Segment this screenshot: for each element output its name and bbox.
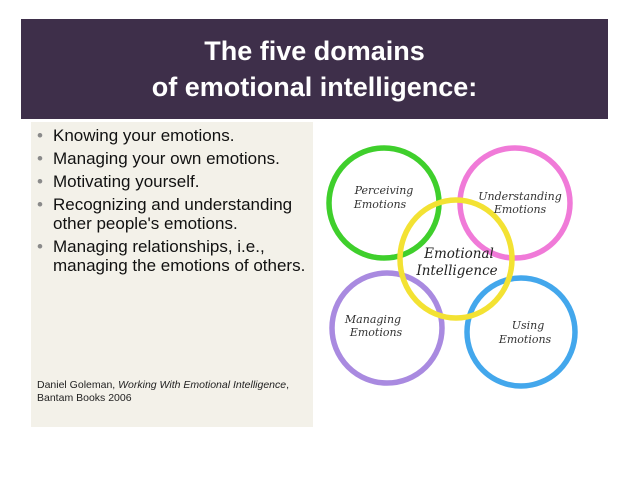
bullet-item: • Recognizing and understanding other peo… bbox=[37, 195, 307, 233]
using-label-1: Using bbox=[512, 319, 545, 332]
bullet-item: • Knowing your emotions. bbox=[37, 126, 307, 145]
citation-book-title: Working With Emotional Intelligence bbox=[118, 379, 287, 391]
citation-publisher: , Bantam Books 2006 bbox=[37, 379, 290, 404]
using-label-2: Emotions bbox=[498, 333, 552, 346]
emotional-intelligence-diagram: Perceiving Emotions Understanding Emotio… bbox=[326, 145, 578, 389]
bullet-dot-icon: • bbox=[37, 149, 43, 168]
bullet-item: • Motivating yourself. bbox=[37, 172, 307, 191]
perceiving-label-2: Emotions bbox=[353, 198, 407, 211]
understanding-label-1: Understanding bbox=[478, 190, 562, 203]
understanding-ring bbox=[457, 145, 573, 261]
understanding-label-2: Emotions bbox=[493, 203, 547, 216]
slide-title-line-1: The five domains bbox=[204, 36, 425, 66]
managing-label-1: Managing bbox=[344, 313, 401, 326]
perceiving-label-1: Perceiving bbox=[354, 184, 414, 197]
using-ring bbox=[464, 275, 578, 389]
center-label-2: Intelligence bbox=[415, 263, 497, 279]
managing-label-2: Emotions bbox=[349, 326, 403, 339]
bullet-list: • Knowing your emotions. • Managing your o… bbox=[37, 126, 307, 275]
managing-ring bbox=[329, 270, 445, 386]
bullet-text: Recognizing and understanding other peop… bbox=[53, 195, 293, 233]
bullet-dot-icon: • bbox=[37, 172, 43, 191]
bullet-item: • Managing your own emotions. bbox=[37, 149, 307, 168]
bullet-text: Knowing your emotions. bbox=[53, 126, 235, 145]
citation-author: Daniel Goleman, bbox=[37, 379, 119, 391]
bullet-item: • Managing relationships, i.e., managing … bbox=[37, 237, 307, 275]
bullet-dot-icon: • bbox=[37, 195, 43, 214]
center-label-1: Emotional bbox=[423, 246, 494, 262]
slide-title-line-2: of emotional intelligence: bbox=[151, 72, 478, 102]
bullet-text: Managing your own emotions. bbox=[53, 149, 280, 168]
bullet-text: Motivating yourself. bbox=[53, 172, 200, 191]
citation: Daniel Goleman, Working With Emotional I… bbox=[37, 379, 307, 405]
bullet-dot-icon: • bbox=[37, 237, 43, 256]
center-ring bbox=[397, 197, 515, 321]
slide-title-bar: The five domains of emotional intelligen… bbox=[21, 19, 608, 119]
bullet-dot-icon: • bbox=[37, 126, 43, 145]
content-box: • Knowing your emotions. • Managing your o… bbox=[31, 122, 313, 427]
bullet-text: Managing relationships, i.e., managing t… bbox=[53, 237, 306, 275]
